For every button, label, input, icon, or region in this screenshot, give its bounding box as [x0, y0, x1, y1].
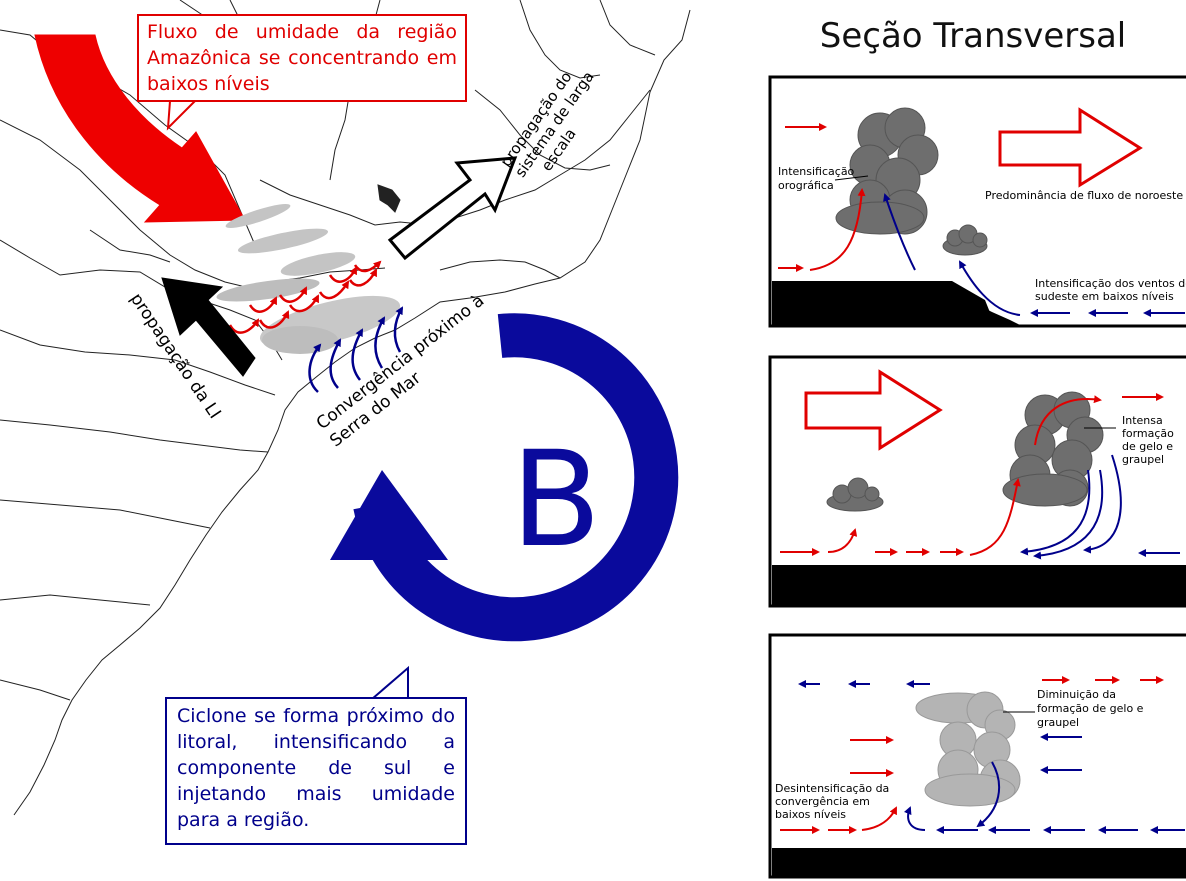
amazon-moisture-arrow	[34, 34, 246, 223]
label-northwest: Predominância de fluxo de noroeste	[985, 189, 1183, 202]
large-scale-propagation-arrow	[387, 156, 518, 261]
border	[0, 329, 276, 396]
cloud-small	[942, 224, 988, 256]
border	[474, 89, 611, 171]
border	[0, 419, 269, 453]
label-ice-formation: Intensa formação de gelo e graupel	[1122, 414, 1177, 466]
callout-blue-tail	[371, 665, 409, 700]
updraft-top-arrow	[1034, 395, 1102, 446]
cyclone-letter: B	[511, 423, 602, 577]
southeast-return-arrow	[883, 193, 916, 271]
map	[0, 0, 691, 816]
terrain	[772, 565, 1186, 605]
border	[89, 229, 171, 263]
cloud-light	[915, 691, 1021, 807]
cloud-dark	[1002, 391, 1104, 507]
panel-1: Intensificação orográfica Predominância …	[768, 75, 1186, 328]
wind-arrow-red	[861, 806, 897, 831]
callout-red-tail	[166, 100, 196, 131]
southeast-flow-arrow	[959, 260, 1021, 316]
map-clouds	[216, 204, 401, 354]
coastline	[13, 9, 691, 816]
cloud-band	[280, 252, 356, 276]
cloud-band	[225, 204, 291, 228]
border	[0, 119, 386, 289]
lake	[377, 184, 401, 213]
section-title: Seção Transversal	[819, 16, 1127, 56]
border	[0, 594, 151, 606]
wind-arrow-blue	[904, 806, 926, 831]
cyclone-arrowhead-icon	[330, 470, 448, 560]
leader-line	[834, 175, 869, 181]
panel-2: Intensa formação de gelo e graupel	[768, 355, 1186, 608]
label-orographic: Intensificação orográfica	[778, 165, 858, 192]
cyclone-callout: Ciclone se forma próximo do litoral, int…	[165, 697, 467, 845]
panel-3: Diminuição da formação de gelo e graupel…	[768, 633, 1186, 879]
border	[0, 499, 211, 529]
label-weakening: Desintensificação da convergência em bai…	[775, 782, 893, 821]
label-southeast: Intensificação dos ventos de sudeste em …	[1035, 277, 1186, 303]
blue-convergence	[308, 306, 404, 393]
northwest-flow-arrow	[804, 369, 943, 451]
border	[519, 0, 601, 79]
border	[439, 259, 561, 279]
red-curls	[228, 260, 382, 334]
cyclone	[330, 313, 679, 642]
border	[259, 89, 651, 226]
cloud-band	[216, 278, 320, 302]
northwest-flow-arrow	[998, 107, 1143, 188]
terrain	[772, 848, 1186, 876]
border	[599, 0, 656, 56]
orographic-lift-arrow	[809, 188, 866, 271]
li-propagation-arrow	[161, 277, 256, 377]
cloud-band	[237, 228, 329, 254]
border	[0, 679, 71, 701]
wind-arrow-red	[827, 528, 858, 553]
label-ice-decrease: Diminuição da formação de gelo e graupel	[1037, 688, 1147, 729]
downdraft-arrows	[1020, 454, 1122, 560]
cyclone-arc-icon	[353, 313, 679, 642]
updraft-arrow	[969, 478, 1021, 556]
terrain	[772, 281, 995, 325]
amazon-moisture-callout: Fluxo de umidade da região Amazônica se …	[137, 14, 467, 102]
cloud-small	[826, 477, 884, 512]
downdraft-arrow	[976, 761, 1001, 828]
cloud-band	[262, 326, 338, 354]
label-large-scale: propagação do sistema de larga escala	[497, 54, 616, 191]
